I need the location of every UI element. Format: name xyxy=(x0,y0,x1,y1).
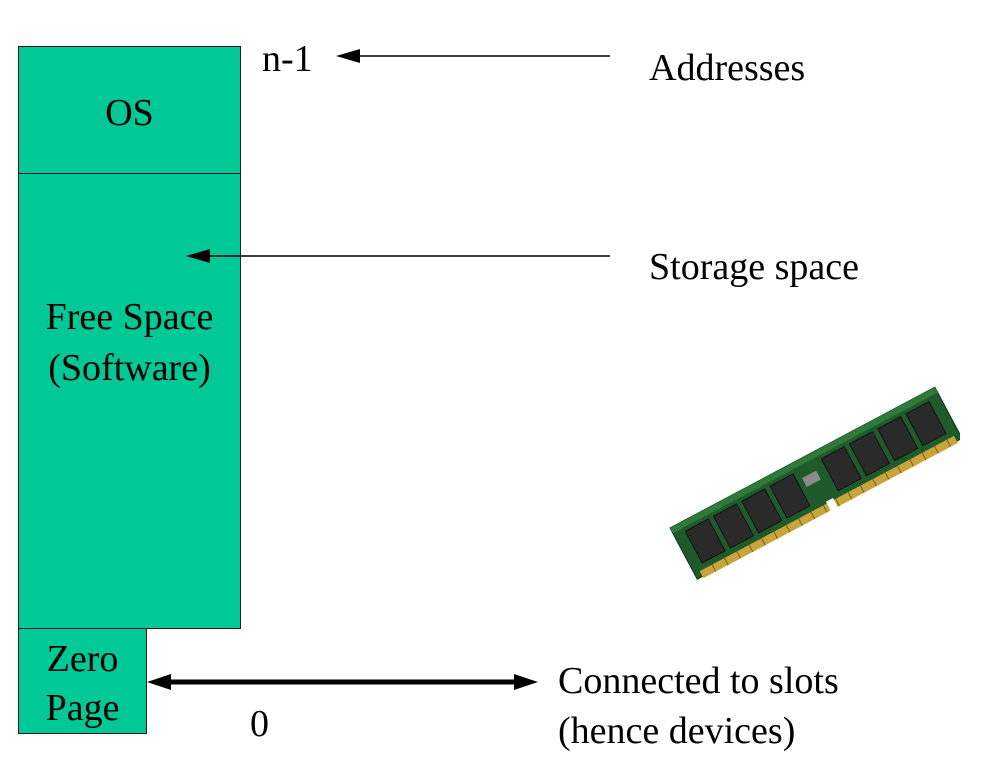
free-space-label-line1: Free Space xyxy=(45,296,214,338)
storage-space-annotation: Storage space xyxy=(649,246,859,288)
addresses-arrow xyxy=(336,49,610,63)
zero-page-block: Zero Page xyxy=(18,628,147,734)
connected-annotation-line1: Connected to slots xyxy=(558,660,839,702)
os-label: OS xyxy=(105,92,154,134)
zero-page-label-line2: Page xyxy=(45,687,120,729)
top-address-label: n-1 xyxy=(262,38,313,80)
ram-module-icon xyxy=(669,386,960,580)
addresses-annotation: Addresses xyxy=(649,47,806,89)
bottom-address-label: 0 xyxy=(250,703,269,745)
connected-annotation-line2: (hence devices) xyxy=(558,710,796,752)
free-space-label-line2: (Software) xyxy=(48,347,211,389)
storage-space-arrow xyxy=(186,249,610,263)
zero-page-label-line1: Zero xyxy=(46,638,119,680)
os-block: OS xyxy=(18,46,241,174)
connected-double-arrow xyxy=(147,674,538,690)
